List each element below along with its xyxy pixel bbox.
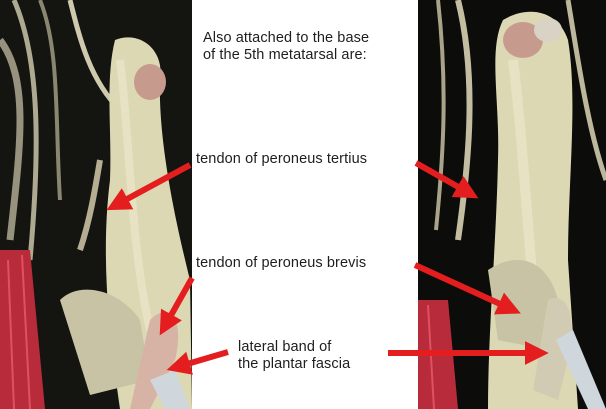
caption-heading: Also attached to the base of the 5th met… xyxy=(203,30,369,64)
label-peroneus-tertius: tendon of peroneus tertius xyxy=(196,151,367,168)
label-plantar-fascia-line-1: lateral band of xyxy=(238,339,350,356)
right-anatomy-illustration xyxy=(418,0,606,409)
label-peroneus-brevis: tendon of peroneus brevis xyxy=(196,255,366,272)
right-anatomy-image xyxy=(418,0,606,409)
label-plantar-fascia: lateral band of the plantar fascia xyxy=(238,339,350,373)
left-anatomy-illustration xyxy=(0,0,192,409)
caption-heading-line-2: of the 5th metatarsal are: xyxy=(203,47,369,64)
label-plantar-fascia-line-2: the plantar fascia xyxy=(238,356,350,373)
left-anatomy-image xyxy=(0,0,192,409)
caption-heading-line-1: Also attached to the base xyxy=(203,30,369,47)
